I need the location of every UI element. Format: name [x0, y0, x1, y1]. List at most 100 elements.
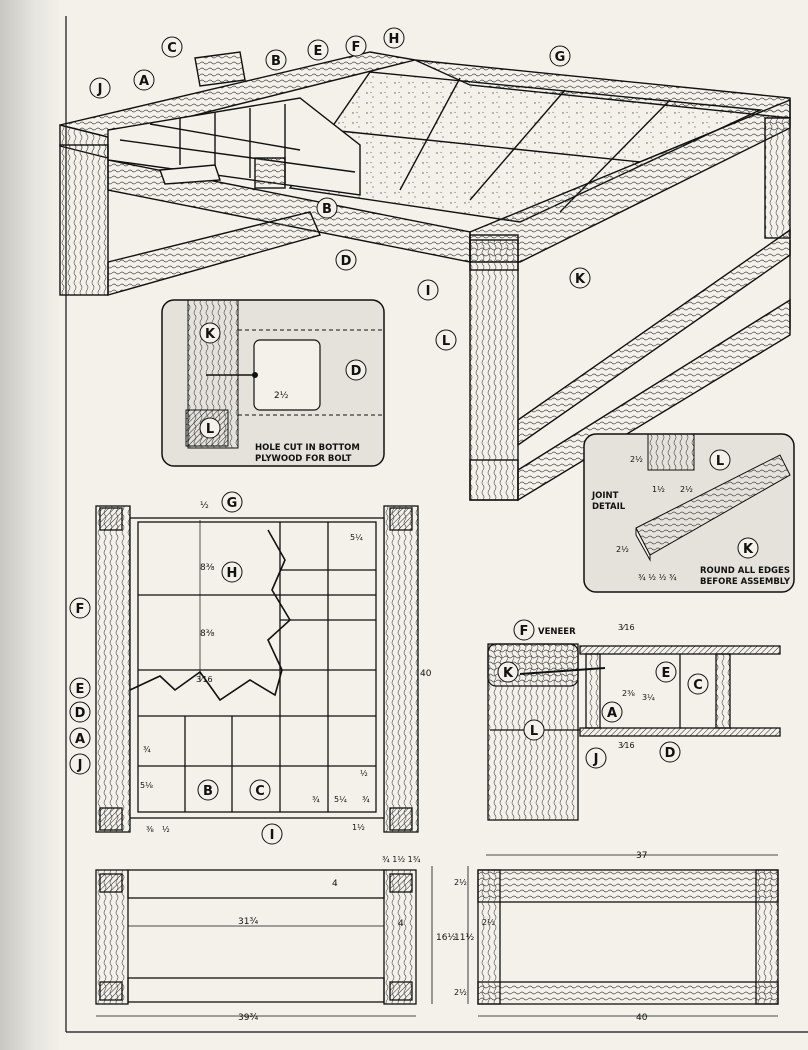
label-j-circle: J [89, 77, 111, 99]
plan-label-d: D [69, 701, 91, 723]
svg-text:D: D [341, 254, 352, 269]
svg-text:A: A [75, 732, 85, 747]
inset-label-k: K [199, 322, 221, 344]
label-f-circle: F [345, 35, 367, 57]
svg-text:5¼: 5¼ [350, 533, 363, 542]
svg-text:8⅜: 8⅜ [200, 563, 215, 573]
svg-text:F: F [520, 624, 529, 639]
label-d-circle: D [335, 249, 357, 271]
svg-text:E: E [76, 682, 85, 697]
svg-text:2½: 2½ [482, 918, 495, 927]
svg-text:L: L [716, 454, 724, 469]
svg-text:D: D [665, 746, 676, 761]
svg-text:3¼: 3¼ [642, 693, 655, 702]
svg-text:E: E [662, 666, 671, 681]
hole-cut-note-1: HOLE CUT IN BOTTOM [255, 443, 360, 453]
side-elevation: 37 2½ 2½ 11½ 2½ 40 [454, 851, 779, 1023]
svg-text:2½: 2½ [274, 391, 289, 401]
plan-label-b: B [197, 779, 219, 801]
joint-label-k: K [737, 537, 759, 559]
plan-labels: G H F E D A J B C I [69, 491, 283, 845]
section-labels: F VENEER K L E C A J D [497, 619, 709, 769]
plan-label-h: H [221, 561, 243, 583]
section-label-e: E [655, 661, 677, 683]
svg-text:3⁄16: 3⁄16 [618, 623, 635, 632]
svg-text:K: K [205, 327, 216, 342]
svg-text:B: B [203, 784, 213, 799]
svg-text:5⅛: 5⅛ [140, 781, 153, 790]
hole-cut-note-2: PLYWOOD FOR BOLT [255, 454, 352, 464]
svg-text:2½: 2½ [680, 485, 693, 494]
svg-text:2½: 2½ [454, 988, 467, 997]
svg-text:2½: 2½ [630, 455, 643, 464]
svg-text:31¾: 31¾ [238, 917, 258, 927]
svg-text:K: K [503, 666, 514, 681]
iso-labels: C B E F H G J A B D I K L [89, 27, 591, 351]
plan-view: ½ 8⅜ 8⅜ 3⁄16 5¼ 40 ¾ 5⅛ ½ ¾ 5¼ ¾ ⅜ ½ 1½ [95, 501, 432, 834]
plan-label-i: I [261, 823, 283, 845]
svg-text:E: E [314, 44, 323, 59]
svg-text:B: B [322, 202, 332, 217]
plan-label-g: G [221, 491, 243, 513]
joint-detail-inset: 2½ 1½ 2½ 2½ ¾ ½ ½ ¾ JOINT DETAIL ROUND A… [583, 433, 795, 593]
svg-text:L: L [442, 334, 450, 349]
svg-text:C: C [255, 784, 265, 799]
svg-text:2½: 2½ [454, 878, 467, 887]
svg-text:G: G [227, 496, 238, 511]
section-label-j: J [585, 747, 607, 769]
svg-text:F: F [76, 602, 85, 617]
svg-text:11½: 11½ [454, 933, 474, 943]
svg-text:¾ 1½ 1¾: ¾ 1½ 1¾ [382, 855, 421, 864]
label-b2-circle: B [316, 197, 338, 219]
section-label-k: K [497, 661, 519, 683]
svg-text:¾: ¾ [312, 795, 320, 804]
label-b-circle: B [265, 49, 287, 71]
svg-text:¾: ¾ [362, 795, 370, 804]
svg-text:A: A [139, 74, 149, 89]
svg-text:½: ½ [200, 501, 209, 511]
svg-text:½: ½ [360, 769, 368, 778]
front-elevation: ¾ 1½ 1¾ 4 4 31¾ 16½ 39¾ [95, 855, 456, 1023]
svg-text:16½: 16½ [436, 933, 456, 943]
page-binding-shadow [0, 0, 62, 1050]
svg-text:BEFORE ASSEMBLY: BEFORE ASSEMBLY [700, 577, 791, 587]
svg-text:C: C [693, 678, 703, 693]
svg-text:⅜: ⅜ [146, 825, 154, 834]
label-l-circle: L [435, 329, 457, 351]
plan-label-c: C [249, 779, 271, 801]
svg-text:¾ ½ ½ ¾: ¾ ½ ½ ¾ [638, 573, 677, 582]
svg-text:I: I [426, 284, 431, 299]
svg-text:C: C [167, 41, 177, 56]
svg-text:D: D [75, 706, 86, 721]
label-i-circle: I [417, 279, 439, 301]
svg-text:J: J [593, 752, 599, 767]
svg-text:8⅜: 8⅜ [200, 629, 215, 639]
hole-detail-inset: 2½ K D L HOLE CUT IN BOTTOM PLYWOOD FOR … [161, 299, 385, 467]
svg-text:K: K [575, 272, 586, 287]
label-h-circle: H [383, 27, 405, 49]
svg-text:J: J [97, 82, 103, 97]
svg-text:K: K [743, 542, 754, 557]
svg-text:1½: 1½ [652, 485, 665, 494]
svg-text:DETAIL: DETAIL [592, 502, 626, 512]
svg-text:½: ½ [162, 825, 170, 834]
section-label-f: F [513, 619, 535, 641]
plan-label-a: A [69, 727, 91, 749]
svg-text:3⁄16: 3⁄16 [196, 675, 213, 684]
section-label-a: A [601, 701, 623, 723]
svg-text:L: L [206, 422, 214, 437]
svg-text:40: 40 [636, 1013, 648, 1023]
plan-label-j: J [69, 753, 91, 775]
svg-text:2½: 2½ [616, 545, 629, 554]
svg-text:H: H [389, 32, 400, 47]
joint-label-l: L [709, 449, 731, 471]
plan-label-e: E [69, 677, 91, 699]
section-label-c: C [687, 673, 709, 695]
svg-text:39¾: 39¾ [238, 1013, 258, 1023]
svg-text:B: B [271, 54, 281, 69]
section-label-d: D [659, 741, 681, 763]
label-c-circle: C [161, 36, 183, 58]
svg-text:ROUND ALL EDGES: ROUND ALL EDGES [700, 566, 790, 576]
